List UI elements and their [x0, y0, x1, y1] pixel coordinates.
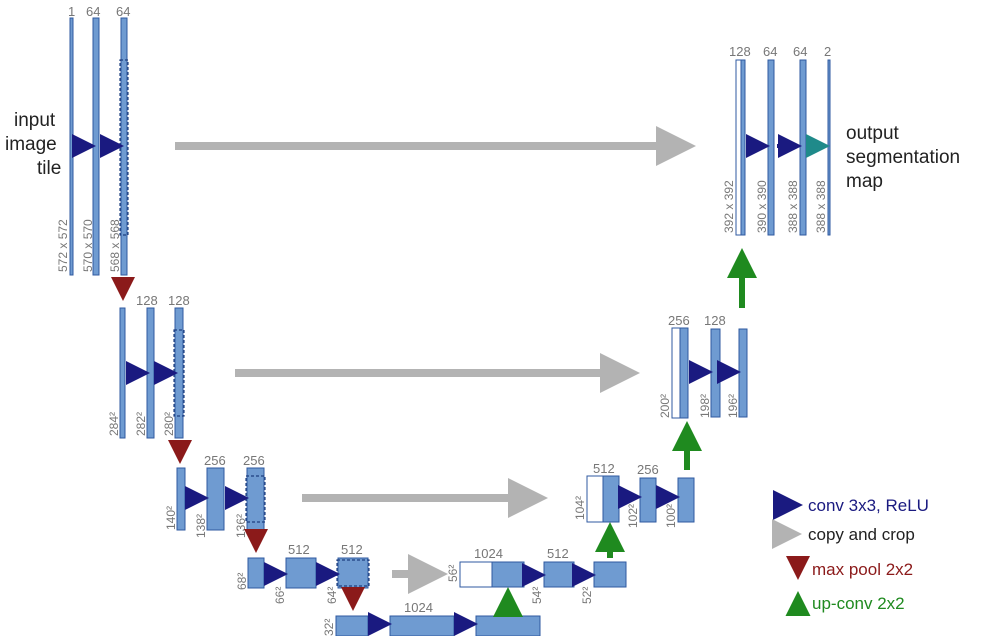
feature-map-l5-1: [335, 615, 369, 636]
size-label: 32²: [322, 619, 336, 636]
feature-map-l2-3: [174, 307, 184, 439]
size-label: 104²: [573, 496, 587, 520]
output-label-line-2: segmentation: [846, 147, 960, 168]
size-label: 392 x 392: [722, 180, 736, 233]
size-label: 64²: [325, 587, 339, 604]
channel-label: 256: [668, 313, 690, 328]
size-label: 136²: [234, 514, 248, 538]
channel-label: 64: [86, 4, 100, 19]
legend-conv-label: conv 3x3, ReLU: [808, 496, 929, 515]
feature-map-l5-3: [475, 615, 541, 636]
size-label: 66²: [273, 587, 287, 604]
legend: conv 3x3, ReLU copy and crop max pool 2x…: [772, 490, 929, 616]
channel-label: 256: [204, 453, 226, 468]
channel-label: 2: [824, 44, 831, 59]
feature-map-u1-1: [740, 59, 746, 236]
channel-label: 64: [793, 44, 807, 59]
copied-feature-map-u1: [735, 59, 742, 236]
feature-map-u3-3: [677, 477, 695, 523]
channel-label: 1024: [404, 600, 433, 615]
crop-region-l1: [119, 59, 129, 236]
size-label: 388 x 388: [786, 180, 800, 233]
feature-map-l4-3: [337, 557, 369, 589]
feature-map-l1-1: [69, 17, 74, 276]
feature-map-l3-2: [206, 467, 225, 531]
input-label-line-3: tile: [37, 158, 61, 179]
size-label: 68²: [235, 573, 249, 590]
feature-map-l3-3: [246, 467, 265, 531]
feature-map-u4-1: [491, 561, 525, 588]
size-label: 390 x 390: [755, 180, 769, 233]
legend-pool-label: max pool 2x2: [812, 560, 913, 579]
input-label-line-1: input: [14, 110, 56, 131]
size-label: 570 x 570: [81, 219, 95, 272]
copied-feature-map-u4: [459, 561, 493, 588]
size-label: 56²: [446, 565, 460, 582]
legend-upconv-label: up-conv 2x2: [812, 594, 905, 613]
feature-map-u3-1: [602, 475, 620, 523]
feature-map-u1-4: [827, 59, 831, 236]
crop-region-l2: [173, 329, 185, 417]
feature-map-l4-2: [285, 557, 317, 589]
channel-label: 256: [637, 462, 659, 477]
feature-map-u2-1: [679, 327, 689, 419]
output-label-line-3: map: [846, 171, 883, 192]
size-label: 198²: [698, 394, 712, 418]
feature-map-l4-1: [247, 557, 265, 589]
size-label: 138²: [194, 514, 208, 538]
feature-map-u4-3: [593, 561, 627, 588]
channel-label: 128: [729, 44, 751, 59]
channel-label: 1: [68, 4, 75, 19]
feature-map-u2-3: [738, 328, 748, 418]
size-label: 284²: [107, 412, 121, 436]
size-label: 54²: [530, 587, 544, 604]
copied-feature-map-u2: [671, 327, 681, 419]
channel-label: 512: [288, 542, 310, 557]
size-label: 572 x 572: [56, 219, 70, 272]
size-label: 388 x 388: [814, 180, 828, 233]
channel-label: 512: [593, 461, 615, 476]
size-label: 100²: [664, 504, 678, 528]
feature-map-l5-2: [389, 615, 455, 636]
input-label-line-2: image: [5, 134, 57, 155]
channel-label: 128: [136, 293, 158, 308]
size-label: 282²: [134, 412, 148, 436]
size-label: 52²: [580, 587, 594, 604]
channel-label: 1024: [474, 546, 503, 561]
size-label: 280²: [162, 412, 176, 436]
size-label: 140²: [164, 506, 178, 530]
size-label: 196²: [726, 394, 740, 418]
legend-copy-label: copy and crop: [808, 525, 915, 544]
size-label: 200²: [658, 394, 672, 418]
channel-label: 512: [341, 542, 363, 557]
feature-map-u2-2: [710, 328, 721, 418]
feature-map-l2-1: [119, 307, 126, 439]
feature-map-u3-2: [639, 477, 657, 523]
feature-map-u1-3: [799, 59, 807, 236]
channel-label: 256: [243, 453, 265, 468]
channel-label: 64: [116, 4, 130, 19]
feature-map-u4-2: [543, 561, 575, 588]
feature-map-l2-2: [146, 307, 155, 439]
copied-feature-map-u3: [586, 475, 604, 523]
size-label: 568 x 568: [108, 219, 122, 272]
channel-label: 512: [547, 546, 569, 561]
channel-label: 64: [763, 44, 777, 59]
output-label-line-1: output: [846, 123, 900, 144]
size-label: 102²: [626, 504, 640, 528]
channel-label: 128: [168, 293, 190, 308]
feature-map-l3-1: [176, 467, 186, 531]
channel-label: 128: [704, 313, 726, 328]
